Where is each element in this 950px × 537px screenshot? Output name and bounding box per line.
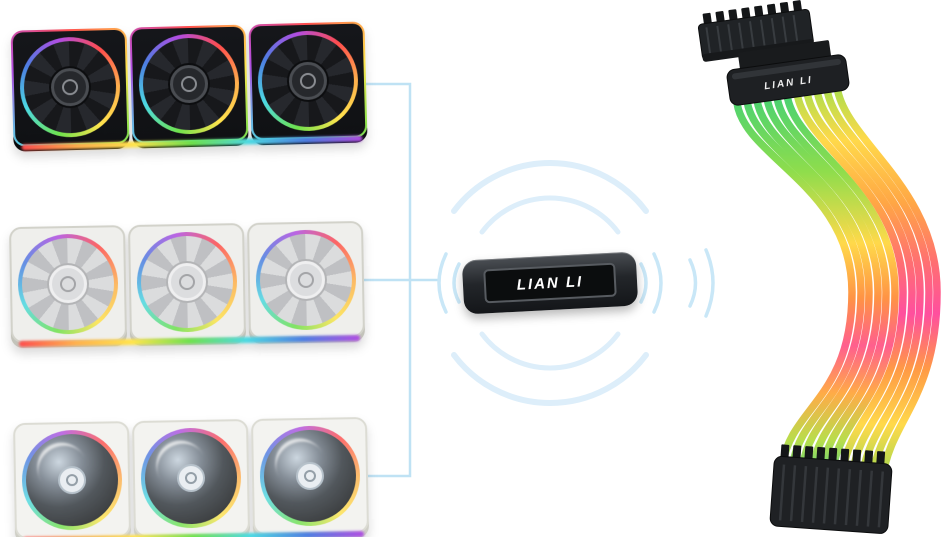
wifi-arc-bottom-inner <box>479 331 621 371</box>
wireless-controller: LIAN LI <box>461 251 639 315</box>
fan-rgb-ring <box>255 229 357 331</box>
cable-strand <box>763 97 882 468</box>
connector-ridges <box>778 464 885 528</box>
fan-hub-logo <box>167 262 207 302</box>
fan <box>131 419 251 537</box>
fan-blades <box>259 233 353 327</box>
connector-body <box>769 455 893 534</box>
fan <box>127 223 247 342</box>
cable-strand <box>773 96 890 469</box>
fan-hub-logo <box>57 465 87 495</box>
wifi-arc-top-outer <box>451 160 649 214</box>
fan-mirror-center <box>144 431 238 525</box>
fan <box>129 24 249 144</box>
wifi-arc-top-inner <box>479 195 621 235</box>
fan-rgb-ring <box>136 231 238 333</box>
wireless-arcs <box>437 160 715 406</box>
wifi-arc-left-inner <box>452 262 461 304</box>
fan-hub-logo <box>176 463 206 493</box>
fan-group-mirror <box>13 416 372 537</box>
fan <box>248 21 368 141</box>
cable-strand <box>833 86 941 476</box>
cable-strand <box>733 102 856 464</box>
cable-strand <box>743 100 865 465</box>
fan-blades <box>141 36 237 132</box>
cable-strand <box>813 89 924 474</box>
fan-rgb-ring <box>17 233 119 335</box>
fan <box>13 421 132 537</box>
fan-rgb-ring <box>140 427 242 529</box>
fan-blades <box>140 235 234 329</box>
rgb-cable: LIAN LI <box>697 0 941 534</box>
wifi-arc-left-outer <box>437 252 448 314</box>
wifi-arc-right-outer <box>652 252 663 314</box>
cable-strands <box>733 86 941 476</box>
connector-ridges <box>705 14 799 54</box>
fan <box>246 220 365 339</box>
cable-strand <box>803 91 916 472</box>
fan-mirror-center <box>25 433 119 527</box>
cable-strand <box>823 88 933 475</box>
controller-brand-label: LIAN LI <box>516 272 584 294</box>
cable-strand <box>783 94 899 470</box>
fan <box>250 416 369 535</box>
fan-rgb-ring <box>259 425 361 527</box>
cable-board-connector: LIAN LI <box>726 40 850 106</box>
fan-hub-logo <box>286 260 326 300</box>
wifi-arc-right-inner <box>639 262 648 304</box>
fan <box>9 225 128 344</box>
fan-mirror-center <box>263 429 357 523</box>
cable-bottom-connector <box>769 444 893 534</box>
fan-hub-logo <box>295 461 325 491</box>
connector-highlight <box>731 58 841 80</box>
fan <box>10 27 130 147</box>
fan-group-black <box>10 21 371 151</box>
wifi-arc-bottom-outer <box>451 352 649 406</box>
fan-blades <box>22 39 118 135</box>
wifi-arc-cable-outer <box>704 248 715 318</box>
fan-rgb-ring <box>21 429 123 531</box>
wifi-arc-cable-inner <box>688 258 698 308</box>
fan-group-white <box>9 220 368 347</box>
fan-blades <box>260 33 356 129</box>
fan-hub-logo <box>48 264 88 304</box>
cable-strand <box>793 92 907 471</box>
fan-rgb-ring <box>137 32 241 136</box>
fan-hub-logo <box>169 64 209 104</box>
cable-strand <box>753 99 873 466</box>
connector-pins <box>780 444 886 466</box>
fan-rgb-ring <box>18 35 122 139</box>
fan-hub-logo <box>50 67 90 107</box>
fan-hub-logo <box>288 61 328 101</box>
fan-blades <box>21 237 115 331</box>
controller-screen: LIAN LI <box>483 262 617 304</box>
fan-rgb-ring <box>256 29 360 133</box>
